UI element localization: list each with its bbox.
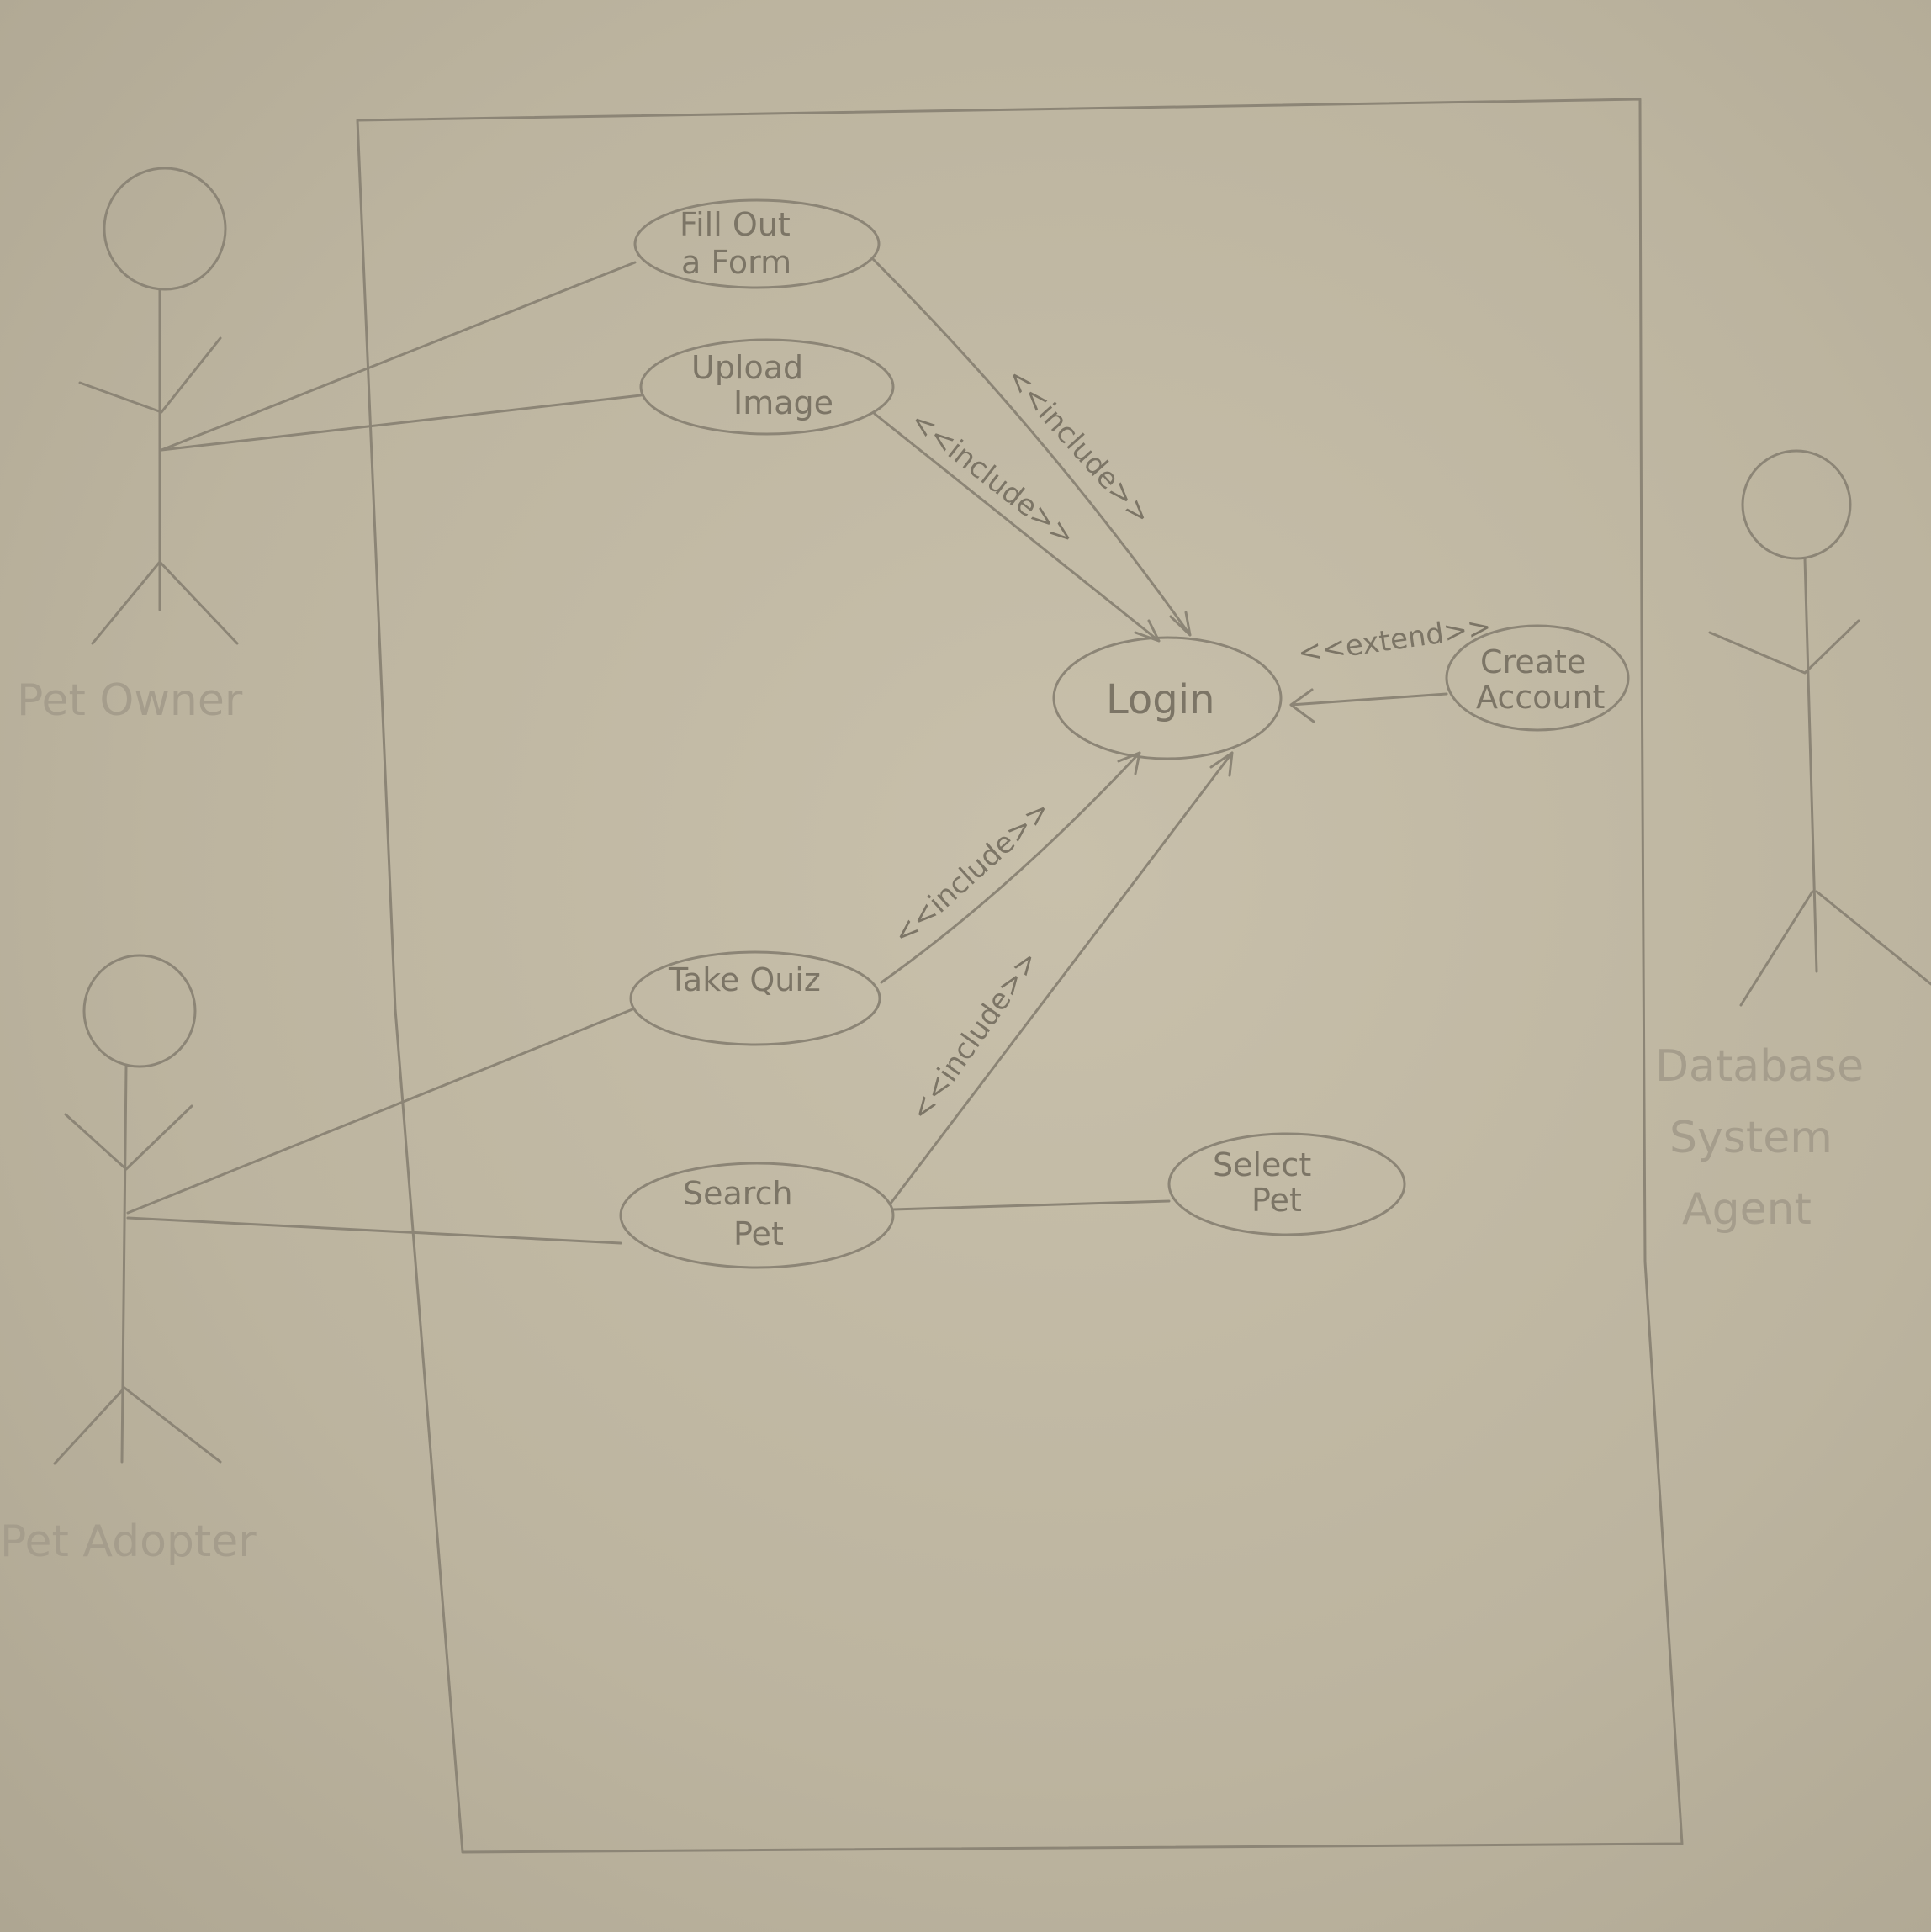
actor-pet-owner: Pet Owner	[17, 167, 243, 726]
actor-label-database-line-1: Database	[1655, 1041, 1864, 1092]
system-boundary	[356, 98, 1684, 1854]
usecase-fill-out-form	[633, 198, 881, 289]
actor-label-database-line-2: System	[1669, 1113, 1833, 1163]
usecase-take-quiz	[629, 950, 881, 1046]
include-arrow-search-pet	[888, 751, 1234, 1206]
usecase-label-select-2: Pet	[1251, 1182, 1302, 1219]
assoc-owner-fill-form	[160, 261, 637, 452]
assoc-adopter-search-pet	[126, 1216, 622, 1245]
usecase-label-select-1: Select	[1213, 1146, 1311, 1183]
usecase-label-login: Login	[1106, 676, 1215, 723]
usecase-login	[1052, 636, 1283, 760]
usecase-label-create-1: Create	[1480, 643, 1586, 680]
assoc-adopter-take-quiz	[126, 1008, 634, 1215]
usecase-label-fill-form-2: a Form	[681, 244, 791, 281]
actor-database-system-agent: Database System Agent	[1655, 449, 1931, 1235]
actor-label-database-line-3: Agent	[1682, 1184, 1812, 1235]
usecase-label-upload-2: Image	[733, 384, 833, 421]
include-arrow-take-quiz	[880, 751, 1141, 984]
usecase-select-pet	[1167, 1132, 1406, 1236]
usecase-upload-image	[639, 338, 895, 436]
usecase-search-pet	[619, 1162, 895, 1269]
actor-label-pet-owner: Pet Owner	[17, 675, 243, 726]
stereo-extend-create-account: <<extend>>	[1296, 610, 1494, 670]
actor-label-pet-adopter: Pet Adopter	[0, 1516, 257, 1567]
usecase-label-fill-form-1: Fill Out	[680, 206, 791, 243]
assoc-search-select	[891, 1199, 1171, 1211]
usecase-create-account	[1445, 624, 1630, 732]
include-arrow-upload-image	[873, 412, 1161, 643]
usecase-label-search-1: Search	[683, 1175, 793, 1212]
include-arrow-fill-form	[871, 257, 1192, 637]
extend-arrow-create-account	[1289, 688, 1448, 723]
usecase-label-search-2: Pet	[733, 1215, 784, 1252]
usecase-label-create-2: Account	[1476, 679, 1605, 716]
stereo-include-take-quiz: <<include>>	[886, 793, 1057, 951]
assoc-owner-upload-image	[160, 394, 643, 452]
usecase-label-take-quiz: Take Quiz	[668, 961, 821, 998]
stereo-include-search-pet: <<include>>	[904, 945, 1046, 1127]
actor-pet-adopter: Pet Adopter	[0, 954, 257, 1567]
usecase-label-upload-1: Upload	[691, 349, 803, 386]
